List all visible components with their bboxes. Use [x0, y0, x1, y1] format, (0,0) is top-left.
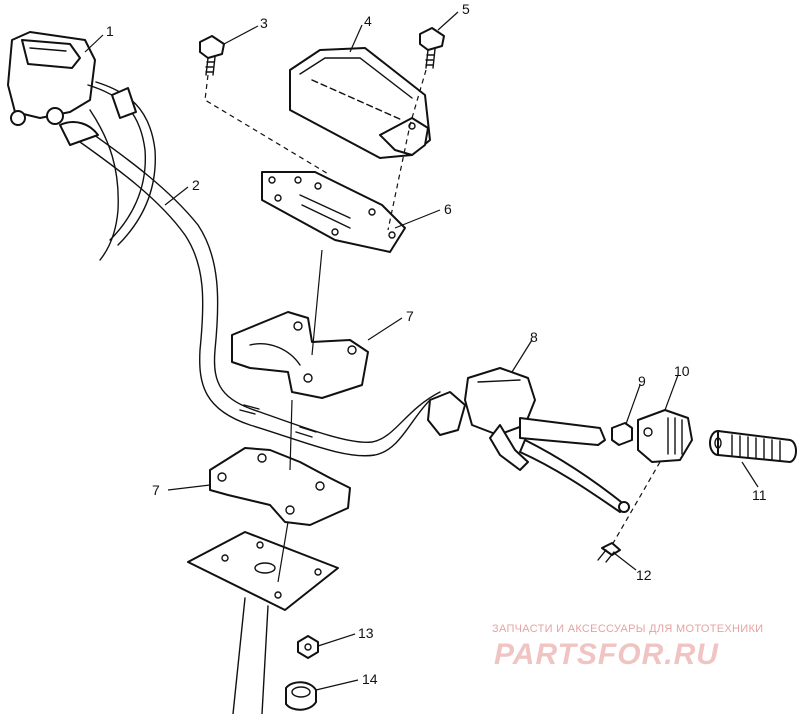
handle-grip [709, 430, 797, 463]
handlebar-tube [69, 124, 441, 457]
left-control-housing [7, 31, 99, 146]
callout-3: 3 [260, 15, 268, 31]
callout-8: 8 [530, 329, 538, 345]
mounting-plate [261, 171, 406, 253]
screw-12 [597, 542, 621, 563]
brake-master-cylinder [427, 367, 630, 513]
callout-9: 9 [638, 373, 646, 389]
throttle-housing-10 [637, 409, 693, 463]
callout-2: 2 [192, 177, 200, 193]
watermark: ЗАПЧАСТИ И АКСЕССУАРЫ ДЛЯ МОТОТЕХНИКИ PA… [492, 623, 763, 671]
bolt-3 [199, 35, 225, 76]
control-cables [87, 81, 156, 261]
upper-clamp [231, 311, 369, 399]
spacer-9 [611, 422, 633, 446]
nut-13 [297, 635, 319, 659]
callout-labels: 1 2 3 4 5 6 7 7 8 9 10 11 12 13 14 [106, 1, 767, 687]
assembly-lines [204, 69, 661, 583]
lower-clamp [209, 447, 351, 526]
bolt-5 [419, 27, 445, 69]
callout-14: 14 [362, 671, 378, 687]
callout-4: 4 [364, 13, 372, 29]
watermark-brand: PARTSFOR.RU [494, 638, 719, 671]
callout-12: 12 [636, 567, 652, 583]
callout-11: 11 [752, 487, 767, 503]
steering-post [187, 531, 339, 714]
callout-7-lower: 7 [152, 482, 160, 498]
callout-leaders [84, 11, 759, 691]
callout-5: 5 [462, 1, 470, 17]
callout-1: 1 [106, 23, 114, 39]
callout-10: 10 [674, 363, 690, 379]
handlebar-cover [289, 47, 431, 159]
clip-14 [285, 681, 317, 711]
callout-7-upper: 7 [406, 308, 414, 324]
watermark-tagline: ЗАПЧАСТИ И АКСЕССУАРЫ ДЛЯ МОТОТЕХНИКИ [492, 623, 763, 635]
callout-6: 6 [444, 201, 452, 217]
callout-13: 13 [358, 625, 374, 641]
